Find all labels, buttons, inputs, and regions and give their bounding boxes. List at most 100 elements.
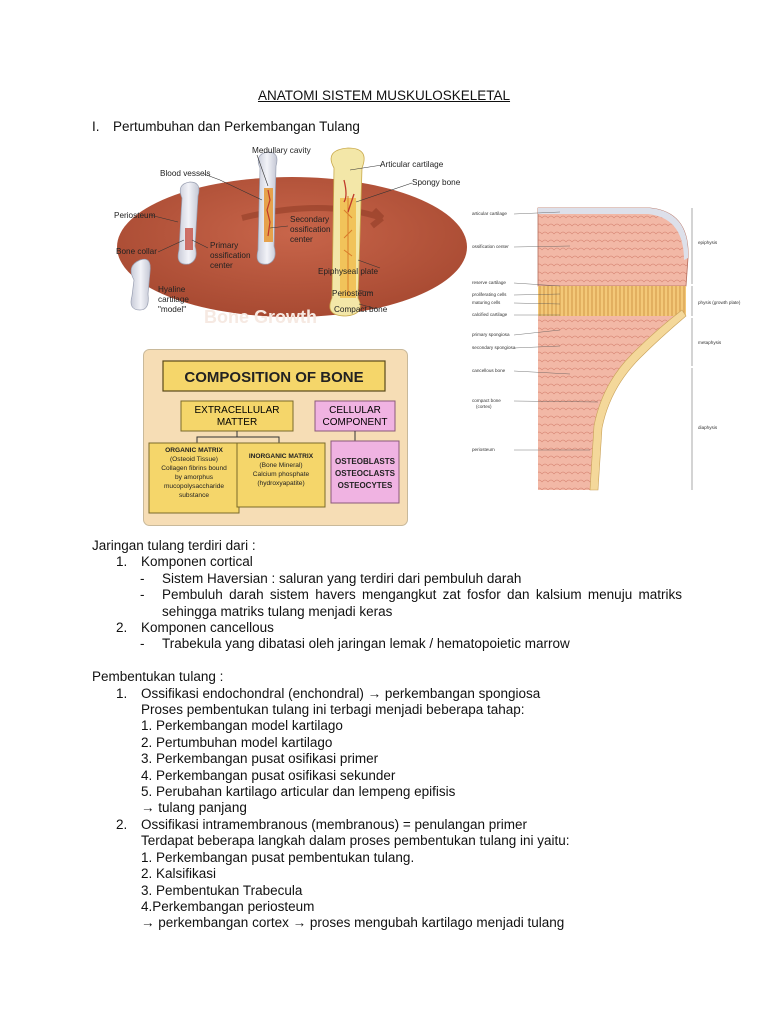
label-medullary-cavity: Medullary cavity [252, 146, 312, 155]
lb-periosteum: periosteum [472, 447, 495, 452]
label-hyaline-3: "model" [158, 305, 186, 314]
label-primary-2: ossification [210, 251, 251, 260]
formation-1-num: 1. [116, 685, 128, 701]
lb-cancellous: cancellous bone [472, 368, 506, 373]
label-secondary-2: ossification [290, 225, 331, 234]
label-bone-collar: Bone collar [116, 247, 157, 256]
body-text: Jaringan tulang terdiri dari : 1. Kompone… [92, 538, 682, 932]
label-hyaline-1: Hyaline [158, 285, 186, 294]
formation-2-title: 2.Ossifikasi intramembranous (membranous… [92, 817, 682, 833]
epiphysis-shape [537, 207, 689, 287]
section-number: I. [92, 119, 100, 134]
trabecula-lines [343, 196, 353, 296]
organic-line-3: by amorphus [175, 474, 214, 481]
cellular-line-2: COMPONENT [323, 417, 388, 428]
formation-heading: Pembentukan tulang : [92, 669, 224, 685]
inorganic-line-1: (Bone Mineral) [259, 462, 302, 469]
formation-1-title: 1. Ossifikasi endochondral (enchondral) →… [92, 686, 682, 702]
label-primary-3: center [210, 261, 233, 270]
label-epiphyseal-plate: Epiphyseal plate [318, 267, 379, 276]
rb-metaphysis: metaphysis [698, 340, 722, 345]
cells-line-2: OSTEOCYTES [338, 481, 393, 490]
rb-diaphysis: diaphysis [698, 425, 718, 430]
extracellular-line-1: EXTRACELLULAR [194, 405, 279, 416]
formation-1-line: 5. Perubahan kartilago articular dan lem… [141, 784, 456, 800]
organic-line-5: substance [179, 492, 209, 499]
cells-line-0: OSTEOBLASTS [335, 457, 396, 466]
component-2-num: 2. [116, 620, 128, 636]
organic-line-2: Collagen fibrins bound [161, 465, 227, 472]
lb-calcified: calcified cartilage [472, 312, 508, 317]
extracellular-line-2: MATTER [217, 417, 257, 428]
organic-line-0: ORGANIC MATRIX [165, 447, 223, 454]
component-1-bullet-1: - Sistem Haversian : saluran yang terdiri… [92, 571, 682, 587]
rb-physis: physis (growth plate) [698, 300, 741, 305]
composition-svg: COMPOSITION OF BONE EXTRACELLULAR MATTER… [143, 349, 408, 526]
inorganic-matrix-box [236, 442, 326, 508]
bullet-text: Trabekula yang dibatasi oleh jaringan le… [162, 636, 570, 652]
inorganic-line-2: Calcium phosphate [253, 471, 310, 478]
formation-1-text: Ossifikasi endochondral (enchondral) → p… [141, 685, 541, 701]
articular-cartilage-shape [538, 208, 689, 260]
section-heading-text: Pertumbuhan dan Perkembangan Tulang [113, 119, 360, 134]
bullet-mark: - [140, 587, 145, 603]
section-heading: I. Pertumbuhan dan Perkembangan Tulang [92, 119, 360, 134]
lb-secondary: secondary spongiosa [472, 345, 516, 350]
intro-line: Jaringan tulang terdiri dari : [92, 538, 256, 553]
cellular-box [314, 400, 396, 432]
label-periosteum-left: Periosteum [114, 211, 156, 220]
label-secondary-1: Secondary [290, 215, 330, 224]
cells-line-1: OSTEOCLASTS [335, 469, 396, 478]
label-hyaline-2: cartilage [158, 295, 189, 304]
lb-cortex: (cortex) [476, 404, 492, 409]
lb-ossification: ossification center [472, 244, 509, 249]
label-secondary-3: center [290, 235, 313, 244]
organic-matrix-box [148, 442, 240, 514]
formation-2-line: 4.Perkembangan periosteum [141, 898, 315, 914]
component-1-title: 1. Komponen cortical [92, 554, 682, 570]
composition-figure: COMPOSITION OF BONE EXTRACELLULAR MATTER… [143, 349, 408, 526]
metaphysis-shape [538, 316, 686, 490]
composition-title-box [162, 360, 386, 392]
component-2-title: 2. Komponen cancellous [92, 620, 682, 636]
page-title: ANATOMI SISTEM MUSKULOSKELETAL [257, 88, 511, 103]
formation-1-line: 2. Pertumbuhan model kartilago [141, 734, 333, 750]
blood-vessel-line [266, 189, 271, 237]
label-articular-cartilage: Articular cartilage [380, 160, 444, 169]
label-periosteum-right: Periosteum [332, 289, 374, 298]
bone-growth-title: Bone Growth [204, 307, 317, 327]
bullet-text: Pembuluh darah sistem havers mengangkut … [162, 587, 682, 619]
lb-proliferating: proliferating cells [472, 292, 507, 297]
formation-2-text: Ossifikasi intramembranous (membranous) … [141, 816, 528, 832]
organic-line-1: (Osteoid Tissue) [170, 456, 218, 463]
hyaline-model-shape [130, 258, 151, 311]
formation-1-line: → tulang panjang [141, 800, 247, 816]
long-bone-svg: articular cartilage ossification center … [472, 207, 741, 491]
bullet-text: Sistem Haversian : saluran yang terdiri … [162, 570, 522, 586]
label-blood-vessels: Blood vessels [160, 169, 211, 178]
lb-articular: articular cartilage [472, 211, 507, 216]
formation-2-line: 2. Kalsifikasi [141, 866, 217, 882]
lb-primary: primary spongiosa [472, 332, 510, 337]
label-primary-1: Primary [210, 241, 239, 250]
cells-box [330, 440, 400, 504]
inorganic-line-0: INORGANIC MATRIX [249, 453, 314, 460]
bone-growth-figure: Medullary cavity Blood vessels Articular… [112, 140, 472, 342]
component-1-text: Komponen cortical [141, 554, 253, 570]
component-1-bullet-2: - Pembuluh darah sistem havers mengangkut… [92, 587, 682, 620]
inorganic-line-3: (hydroxyapatite) [257, 480, 304, 487]
component-2-text: Komponen cancellous [141, 620, 274, 636]
component-2-bullet-1: -Trabekula yang dibatasi oleh jaringan l… [92, 636, 682, 652]
formation-2-line: 3. Pembentukan Trabecula [141, 882, 303, 898]
formation-2-line: 1. Perkembangan pusat pembentukan tulang… [141, 849, 415, 865]
bullet-mark: - [140, 570, 145, 586]
formation-1-line: 4. Perkembangan pusat osifikasi sekunder [141, 767, 396, 783]
lb-compact: compact bone [472, 398, 501, 403]
formation-2-line: Terdapat beberapa langkah dalam proses p… [141, 833, 570, 849]
formation-1-line: 3. Perkembangan pusat osifikasi primer [141, 751, 379, 767]
lb-reserve: reserve cartilage [472, 280, 506, 285]
component-1-num: 1. [116, 554, 128, 570]
rb-epiphysis: epiphysis [698, 240, 718, 245]
organic-line-4: mucopolysaccharide [164, 483, 224, 490]
lb-maturing: maturing cells [472, 300, 501, 305]
